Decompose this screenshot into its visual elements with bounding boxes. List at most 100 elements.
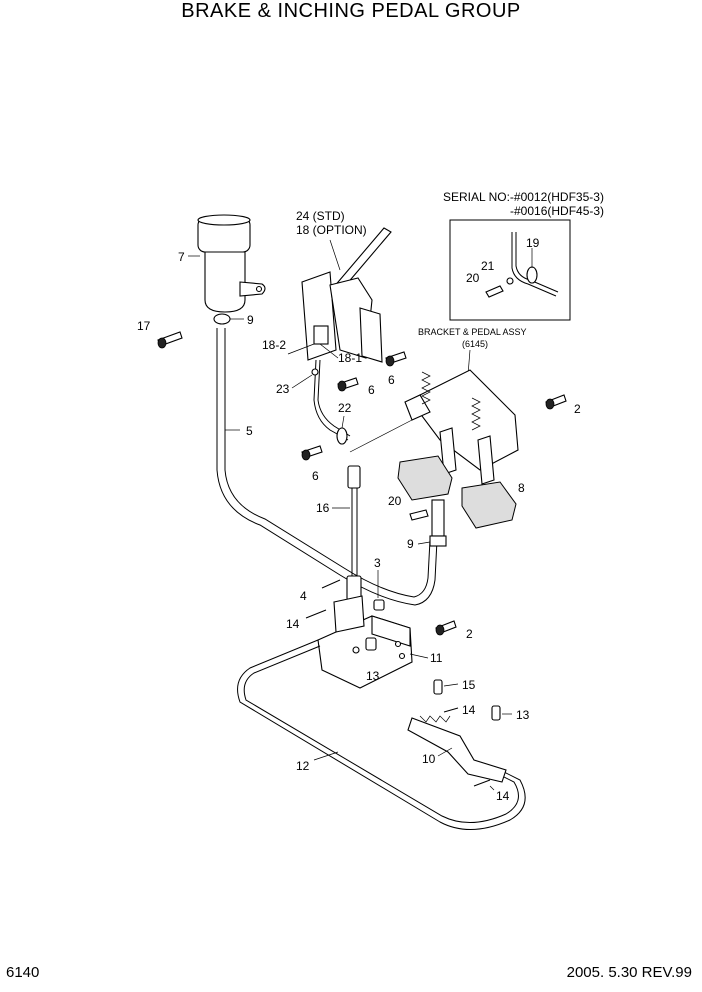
pin-14a	[305, 609, 327, 619]
reservoir-cap-top	[197, 214, 251, 226]
callout-14b: 14	[462, 703, 476, 717]
pin-14b	[443, 707, 459, 713]
brake-pedal-arm	[439, 427, 457, 475]
hose-5: 5	[216, 328, 438, 606]
callout-9a: 9	[247, 313, 254, 327]
spring-a	[421, 371, 431, 405]
inching-pedal-pad	[461, 481, 517, 529]
bolt-6a-head	[385, 355, 395, 367]
pin-13a	[365, 637, 377, 651]
inset-wire	[511, 232, 557, 297]
bolt-20	[409, 509, 429, 521]
inching-pedal-arm	[477, 435, 495, 485]
callout-21: 21	[481, 259, 495, 273]
bracket-hole-b	[398, 652, 406, 660]
reservoir-bracket	[239, 281, 266, 297]
cable-loop-outer	[237, 639, 526, 831]
callout-7: 7	[178, 250, 185, 264]
pin-4	[321, 579, 341, 589]
lever-switch	[313, 325, 329, 345]
callout-20-inset: 20	[466, 271, 480, 285]
leader-24	[329, 239, 341, 271]
clevis-block	[333, 595, 365, 633]
bracket-hole-c	[352, 646, 360, 654]
lever-side-plate	[359, 307, 383, 363]
callout-18-1: 18-1	[338, 351, 362, 365]
inset-frame	[449, 219, 571, 321]
fitting-9b	[429, 535, 447, 547]
callout-13a: 13	[366, 669, 380, 683]
callout-18: 18 (OPTION)	[296, 223, 367, 237]
spring-b	[471, 397, 481, 431]
callout-6b: 6	[368, 383, 375, 397]
callout-13b: 13	[516, 708, 530, 722]
rod-16: 16	[316, 465, 362, 601]
bracket-hole	[255, 285, 263, 293]
inset-bolt	[485, 285, 504, 298]
page-number: 6140	[6, 964, 40, 981]
revision-date: 2005. 5.30 REV.99	[566, 964, 692, 981]
master-cylinder	[431, 499, 445, 537]
parking-lever-group: 24 (STD) 18 (OPTION) 18-2 18-1 23 22	[262, 209, 392, 445]
hose-line-outer	[216, 328, 438, 606]
leader-18-1	[319, 343, 339, 359]
callout-18-2: 18-2	[262, 338, 286, 352]
bolt-6b-head	[337, 380, 347, 392]
leader-14c	[489, 785, 495, 791]
cable-loop-inner	[243, 645, 519, 824]
lower-bracket-group: 3 4 14 2 11 13	[286, 556, 473, 689]
pin-15	[433, 679, 443, 695]
callout-2a: 2	[574, 402, 581, 416]
leader-23	[291, 374, 313, 389]
callout-4: 4	[300, 589, 307, 603]
callout-20a: 20	[388, 494, 402, 508]
leader-15	[443, 683, 459, 687]
callout-14a: 14	[286, 617, 300, 631]
body-10	[407, 717, 507, 783]
callout-6a: 6	[388, 373, 395, 387]
bolt-17-head	[157, 337, 167, 349]
callout-23: 23	[276, 382, 290, 396]
callout-6c: 6	[312, 469, 319, 483]
cable-end-23	[311, 368, 319, 376]
leader-10	[437, 747, 453, 757]
leader-6-link	[349, 419, 413, 453]
callout-5: 5	[246, 424, 253, 438]
assembly-note-line2: (6145)	[462, 339, 488, 349]
callout-22: 22	[338, 401, 352, 415]
leader-11	[409, 653, 429, 659]
bracket-hole-a	[394, 640, 402, 648]
reservoir-group: 7 9 17	[137, 214, 266, 349]
callout-14c: 14	[496, 789, 510, 803]
spring-10	[419, 715, 451, 723]
inset-clip	[526, 266, 538, 284]
pin-14c	[473, 779, 491, 787]
callout-16: 16	[316, 501, 330, 515]
callout-15: 15	[462, 678, 476, 692]
lever-cable	[313, 359, 349, 441]
callout-11: 11	[430, 651, 443, 665]
callout-10: 10	[422, 752, 436, 766]
lower-switch-group: 15 14 13 10 14	[407, 678, 530, 803]
leader-9b	[417, 541, 431, 545]
leader-22	[341, 415, 345, 429]
pedal-bracket-side	[404, 394, 431, 421]
callout-12: 12	[296, 759, 310, 773]
bolt-6c-head	[301, 449, 311, 461]
bolt-2a-head	[545, 398, 555, 410]
callout-2b: 2	[466, 627, 473, 641]
inset-washer	[506, 277, 514, 285]
bracket-pedal-assembly: BRACKET & PEDAL ASSY (6145) 2 8 20 9	[349, 327, 581, 551]
page-title: BRAKE & INCHING PEDAL GROUP	[181, 0, 521, 22]
brake-pedal-pad	[397, 455, 453, 501]
lever-cable-2	[317, 359, 351, 437]
callout-19: 19	[526, 236, 540, 250]
leader-18-2	[287, 343, 315, 355]
serial-note-line1: SERIAL NO:-#0012(HDF35-3)	[443, 190, 604, 204]
hose-line-inner	[224, 328, 431, 598]
assembly-note-line1: BRACKET & PEDAL ASSY	[418, 327, 527, 337]
bolts-6: 6 6 6	[301, 351, 407, 483]
pin-13b	[491, 705, 501, 721]
rod-16-top	[347, 465, 361, 489]
